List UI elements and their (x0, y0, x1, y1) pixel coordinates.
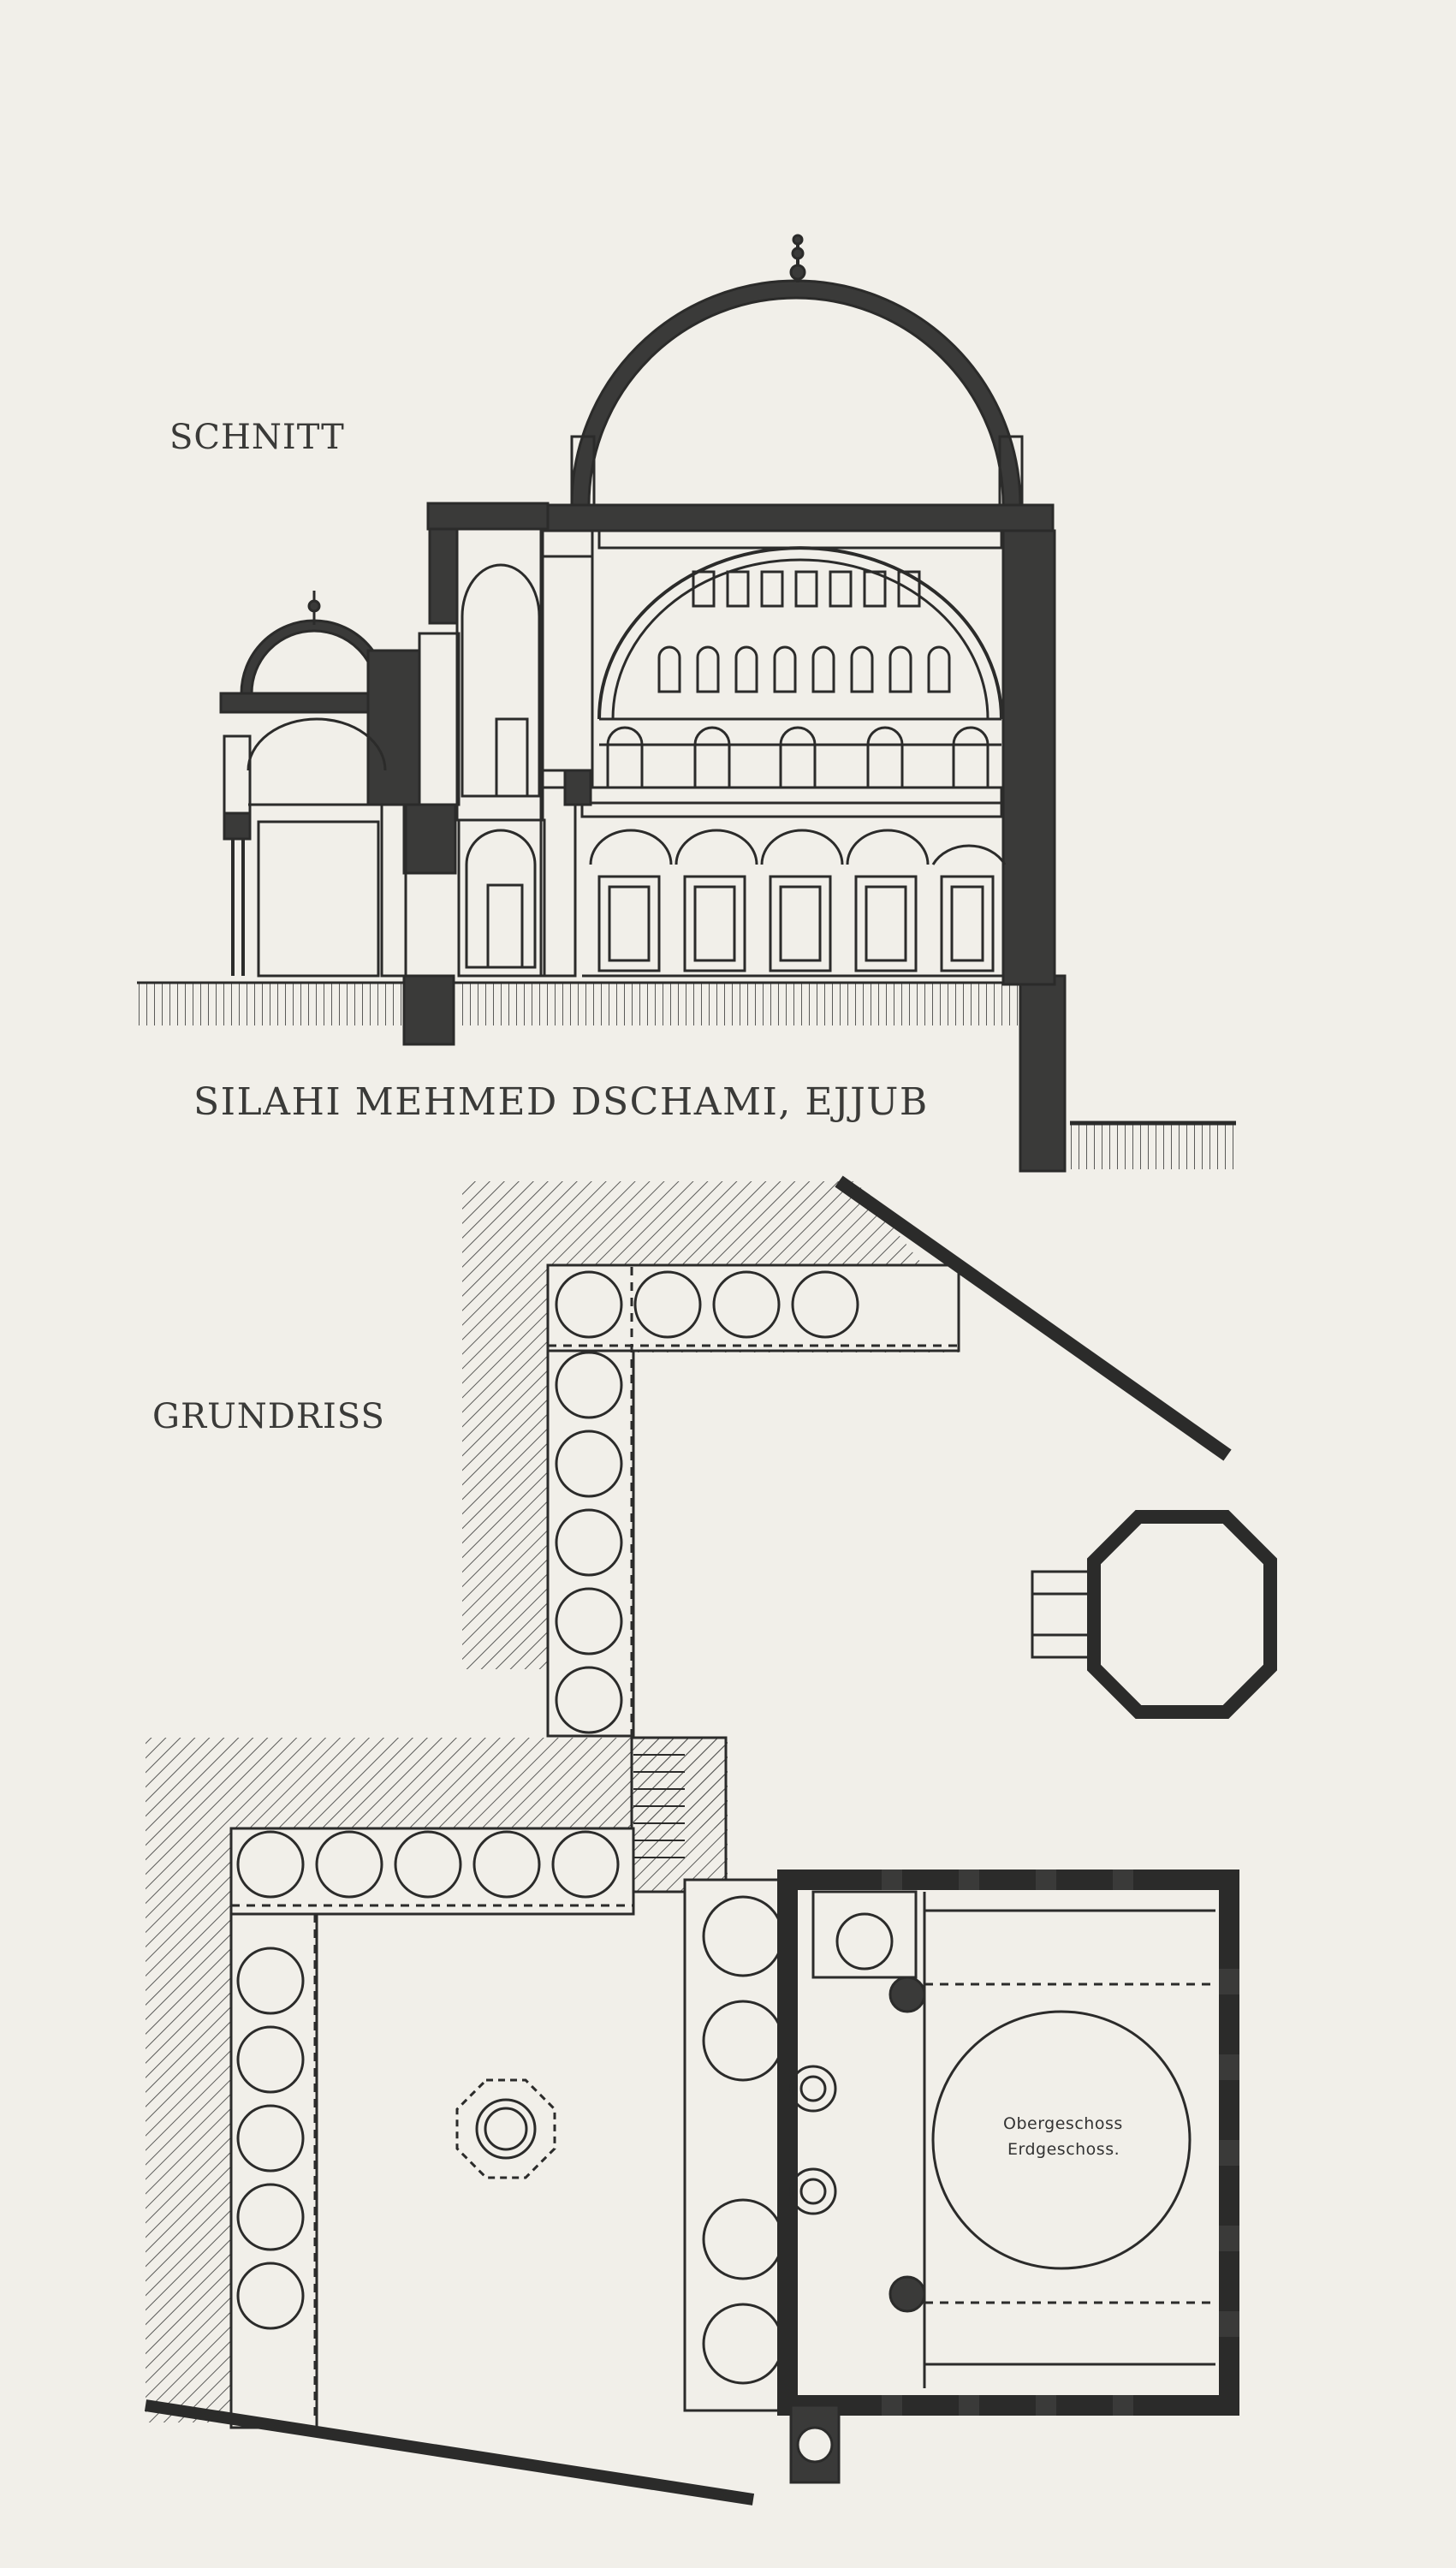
upper-column-domes (555, 1351, 623, 1734)
lower-top-domes (236, 1830, 620, 1899)
ground-hatch-mid (455, 983, 1020, 1025)
narthex-roof (426, 502, 550, 531)
central-dome-plan (931, 2010, 1192, 2270)
courtyard-fountain (455, 2078, 556, 2179)
ground-hatch-left (137, 983, 402, 1025)
plan-drawing (144, 1175, 1277, 2506)
octagon-right (1087, 1510, 1277, 1719)
ground-arcade (589, 829, 1007, 972)
plate-title: SILAHI MEHMED DSCHAMI, EJJUB (193, 1080, 929, 1124)
foundation-left (402, 974, 455, 1046)
upper-windows (657, 570, 951, 693)
prayer-hall-walls (777, 1870, 1239, 2416)
ground-hatch-right (1070, 1123, 1236, 1169)
section-label: SCHNITT (169, 418, 345, 457)
upper-wing-hatch (462, 1181, 959, 1669)
lower-left-domes (236, 1947, 305, 2330)
plan-label: GRUNDRISS (152, 1397, 385, 1436)
middle-windows (606, 726, 989, 789)
diagonal-wall-top (835, 1175, 1232, 1461)
upper-wing-domes (555, 1270, 859, 1339)
portico-dome (240, 619, 389, 695)
main-dome (570, 279, 1022, 507)
diagonal-wall-bottom (144, 2399, 755, 2506)
section-drawing (137, 234, 1236, 1173)
upper-floor-label: Obergeschoss (1003, 2114, 1123, 2133)
ground-floor-label: Erdgeschoss. (1007, 2140, 1120, 2159)
foundation-right (1019, 974, 1067, 1173)
